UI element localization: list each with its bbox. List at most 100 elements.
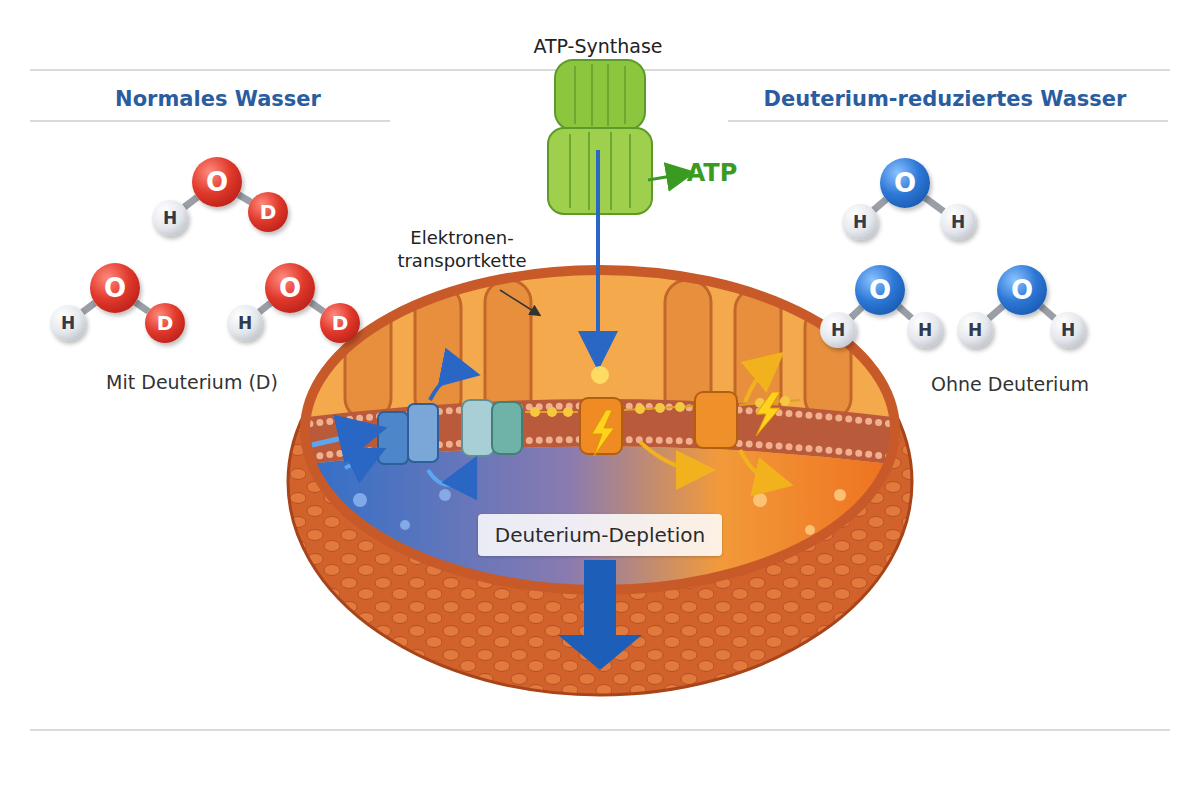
synthase-groove (629, 134, 631, 208)
leader-line (500, 290, 538, 314)
atom-symbol: O (1011, 275, 1033, 305)
atp-arrow (648, 174, 684, 180)
bubble (834, 489, 846, 501)
hydrogen-atom: H (842, 204, 878, 240)
atom-symbol: O (894, 168, 916, 198)
deuterium-atom: D (320, 303, 360, 343)
hydrogen-atom: H (940, 204, 976, 240)
bond-line (311, 302, 324, 311)
atom-symbol: H (238, 313, 252, 333)
bond-line (259, 303, 270, 312)
bond-line (874, 199, 887, 210)
caption-label: Mit Deuterium (D) (62, 370, 322, 395)
bond-line (184, 197, 197, 207)
bond-line (239, 195, 251, 202)
atom-symbol: O (869, 275, 891, 305)
oxygen-atom: O (265, 263, 315, 313)
synthase-groove (607, 64, 609, 126)
flow-arrow (430, 372, 465, 400)
box-text: Deuterium-Depletion (495, 523, 705, 547)
protein-complex (378, 412, 408, 464)
bubble (400, 520, 410, 530)
oxygen-atom: O (855, 265, 905, 315)
rule-line (728, 120, 1168, 122)
atom-symbol: H (968, 320, 982, 340)
crista (485, 280, 531, 420)
energy-bolt (756, 392, 780, 436)
synthase-groove (624, 66, 626, 124)
flow-arrow (740, 450, 778, 482)
oxygen-atom: O (997, 265, 1047, 315)
atom-symbol: O (279, 273, 301, 303)
proton-arrow (596, 150, 600, 355)
flow-arrow (345, 455, 372, 468)
protein-complex (462, 400, 494, 456)
bond-line (925, 198, 943, 212)
rule-line (30, 120, 390, 122)
flow-arrow (312, 432, 368, 445)
flow-arrow (428, 470, 470, 485)
bond-line (82, 303, 95, 312)
part-label: ATP-Synthase (498, 34, 698, 59)
synthase-groove (610, 132, 612, 210)
hydrogen-atom: H (50, 305, 86, 341)
atom-symbol: H (163, 208, 177, 228)
bond-line (989, 306, 1003, 318)
synthase-groove (569, 134, 571, 208)
energy-glow (591, 366, 609, 384)
bubble (753, 493, 767, 507)
oxygen-atom: O (192, 157, 242, 207)
electron-dot (780, 396, 790, 406)
part-label: ATP (682, 158, 742, 189)
electron-dot (563, 407, 573, 417)
protein-complex (695, 392, 737, 448)
atp-synthase-head (555, 60, 645, 130)
flow-arrow (640, 442, 700, 470)
atom-symbol: H (853, 212, 867, 232)
bubble (353, 493, 367, 507)
bond-line (136, 302, 149, 311)
atom-symbol: H (918, 320, 932, 340)
flow-arrow (745, 362, 772, 402)
atom-symbol: D (157, 311, 174, 335)
oxygen-atom: O (880, 158, 930, 208)
energy-bolt (592, 410, 614, 456)
hydrogen-atom: H (1050, 312, 1086, 348)
hydrogen-atom: H (957, 312, 993, 348)
atom-symbol: H (61, 313, 75, 333)
bond-line (851, 307, 862, 317)
electron-dot (655, 403, 665, 413)
caption-label: Ohne Deuterium (880, 372, 1140, 397)
synthase-groove (574, 66, 576, 124)
bubble (439, 489, 451, 501)
protein-complex (408, 404, 438, 462)
protein-complex (492, 402, 522, 454)
hydrogen-atom: H (907, 312, 943, 348)
atom-symbol: H (831, 320, 845, 340)
synthase-groove (588, 132, 590, 210)
callout-label: Elektronen- transportkette (392, 226, 532, 273)
section-heading: Normales Wasser (58, 86, 378, 113)
bubble (805, 525, 815, 535)
atom-symbol: O (206, 167, 228, 197)
atom-symbol: O (104, 273, 126, 303)
atom-symbol: H (951, 212, 965, 232)
label-box: Deuterium-Depletion (478, 514, 722, 556)
atom-symbol: D (332, 311, 349, 335)
bond-line (899, 307, 912, 318)
depletion-arrow (558, 560, 642, 670)
bond-line (1041, 306, 1055, 318)
synthase-groove (591, 64, 593, 126)
atom-symbol: D (260, 200, 277, 224)
oxygen-atom: O (90, 263, 140, 313)
electron-dot (675, 402, 685, 412)
electron-dot (530, 407, 540, 417)
electron-dot (547, 407, 557, 417)
electron-dot (635, 404, 645, 414)
section-heading: Deuterium-reduziertes Wasser (725, 86, 1165, 113)
